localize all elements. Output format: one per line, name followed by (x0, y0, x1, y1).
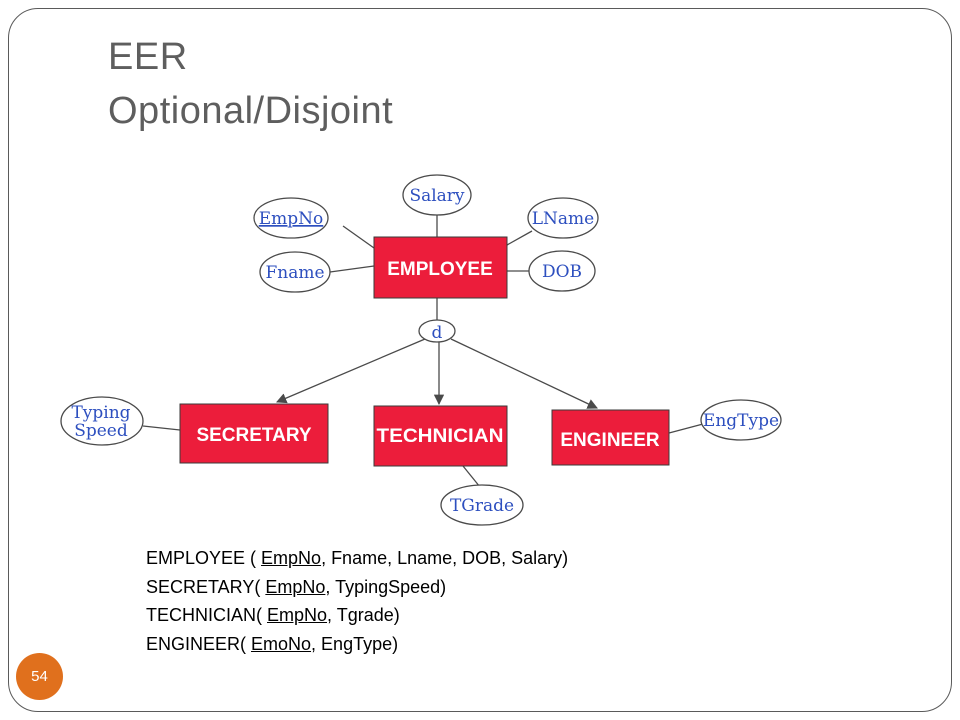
page-number-badge: 54 (16, 653, 63, 700)
schema-attributes: , Tgrade) (327, 605, 400, 625)
attribute-tgrade: TGrade (440, 484, 524, 526)
disjoint-circle: d (418, 319, 456, 343)
relational-schema: EMPLOYEE ( EmpNo, Fname, Lname, DOB, Sal… (146, 544, 568, 658)
entity-secretary: SECRETARY (179, 403, 329, 464)
attribute-tgrade-label: TGrade (450, 496, 514, 516)
line-engtype (668, 423, 704, 434)
line-lname (506, 230, 533, 246)
schema-relation: TECHNICIAN( (146, 605, 267, 625)
entity-technician-label: TECHNICIAN (377, 426, 504, 447)
schema-key: EmpNo (261, 548, 322, 568)
attribute-fname-label: Fname (265, 263, 324, 283)
schema-attributes: , EngType) (311, 633, 399, 654)
schema-key: EmpNo (267, 605, 328, 625)
schema-attributes: , TypingSpeed) (325, 576, 447, 597)
attribute-dob: DOB (528, 250, 596, 292)
slide-title: EER Optional/Disjoint (108, 30, 393, 138)
attribute-dob-label: DOB (542, 262, 582, 282)
attribute-lname-label: LName (532, 209, 594, 229)
entity-technician: TECHNICIAN (373, 405, 508, 467)
entity-employee-label: EMPLOYEE (387, 259, 493, 280)
line-empno (342, 225, 375, 249)
schema-key: EmpNo (265, 576, 326, 597)
attribute-engtype: EngType (700, 399, 782, 441)
attribute-typing-line2: Speed (74, 421, 128, 441)
line-tgrade (462, 465, 481, 488)
attribute-lname: LName (527, 197, 599, 239)
schema-line-technician: TECHNICIAN( EmpNo, Tgrade) (146, 601, 568, 630)
line-fname (329, 265, 375, 273)
page-number: 54 (31, 668, 48, 685)
schema-key: EmoNo (251, 633, 312, 654)
attribute-salary: Salary (402, 174, 472, 216)
arrow-engineer (450, 338, 598, 409)
arrow-secretary (276, 338, 426, 404)
schema-attributes: , Fname, Lname, DOB, Salary) (321, 548, 569, 568)
schema-relation: EMPLOYEE ( (146, 548, 262, 568)
attribute-engtype-label: EngType (703, 411, 779, 431)
attribute-fname: Fname (259, 251, 331, 293)
attribute-typing-line1: Typing (71, 403, 130, 423)
entity-employee: EMPLOYEE (373, 236, 508, 299)
attribute-empno: EmpNo (253, 197, 329, 239)
schema-line-employee: EMPLOYEE ( EmpNo, Fname, Lname, DOB, Sal… (146, 544, 568, 573)
attribute-empno-label: EmpNo (259, 209, 324, 229)
schema-relation: SECRETARY( (146, 576, 266, 597)
specialization-arrows (276, 338, 598, 409)
schema-line-engineer: ENGINEER( EmoNo, EngType) (146, 630, 568, 659)
connector-lines (142, 215, 704, 488)
entity-engineer: ENGINEER (551, 409, 670, 466)
attribute-salary-label: Salary (409, 186, 464, 206)
schema-line-secretary: SECRETARY( EmpNo, TypingSpeed) (146, 573, 568, 602)
entity-engineer-label: ENGINEER (560, 430, 660, 451)
title-line-2: Optional/Disjoint (108, 90, 394, 132)
slide-frame (8, 8, 952, 712)
disjoint-symbol: d (432, 323, 443, 343)
title-line-1: EER (108, 36, 188, 78)
line-typing-speed (142, 425, 181, 431)
attribute-typing-speed: Typing Speed (60, 396, 144, 446)
entity-secretary-label: SECRETARY (196, 425, 311, 446)
schema-relation: ENGINEER( (146, 633, 252, 654)
